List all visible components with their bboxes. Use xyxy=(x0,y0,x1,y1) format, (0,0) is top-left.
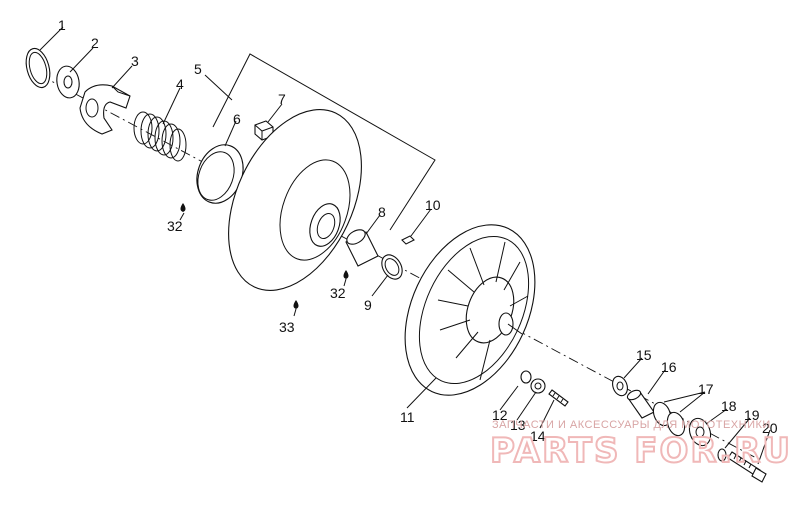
watermark-caption: ЗАПЧАСТИ И АКСЕССУАРЫ ДЛЯ МОТОТЕХНИКИ xyxy=(492,419,771,431)
callout-9: 9 xyxy=(364,297,372,313)
callout-10: 10 xyxy=(425,197,441,213)
callout-32-right: 32 xyxy=(330,285,346,301)
part-16-spacer xyxy=(626,389,655,419)
part-2-washer xyxy=(56,65,80,99)
part-10-key xyxy=(401,235,415,245)
grease-drop-icon-b xyxy=(343,270,349,279)
leader-lines xyxy=(39,26,771,465)
grease-drop-icon-a xyxy=(180,203,186,212)
part-11-fixed-sheave xyxy=(404,224,536,396)
grease-drop-icon-c xyxy=(293,300,299,309)
part-13-washer xyxy=(530,378,546,394)
callout-33: 33 xyxy=(279,319,295,335)
part-9-o-ring xyxy=(381,254,403,280)
moving-sheave xyxy=(228,109,362,291)
part-15-washer xyxy=(612,375,628,397)
part-20-bolt xyxy=(727,451,767,483)
part-12-nut xyxy=(520,370,532,384)
callout-15: 15 xyxy=(636,347,652,363)
part-18-washer xyxy=(688,417,712,447)
callout-2: 2 xyxy=(91,35,99,51)
part-19-lock-washer xyxy=(717,448,727,462)
part-1-snap-ring xyxy=(25,47,51,89)
callout-20: 20 xyxy=(762,420,778,436)
callout-6: 6 xyxy=(233,111,241,127)
callout-12: 12 xyxy=(492,407,508,423)
callout-14: 14 xyxy=(530,428,546,444)
callout-4: 4 xyxy=(176,76,184,92)
part-4-spring xyxy=(133,111,187,162)
callout-3: 3 xyxy=(131,53,139,69)
callout-1: 1 xyxy=(58,17,66,33)
part-14-screw xyxy=(548,389,569,407)
part-5-group-bracket xyxy=(212,53,436,231)
callout-18: 18 xyxy=(721,398,737,414)
part-17-washers xyxy=(652,401,686,437)
callout-19: 19 xyxy=(744,407,760,423)
callout-5: 5 xyxy=(194,61,202,77)
callout-13: 13 xyxy=(510,417,526,433)
callout-17: 17 xyxy=(698,381,714,397)
callout-8: 8 xyxy=(378,204,386,220)
part-8-bushing xyxy=(345,229,379,267)
watermark-logo: PARTS FOR.RU xyxy=(490,431,792,471)
part-3-cam xyxy=(79,84,131,135)
part-6-ring xyxy=(196,144,244,204)
callout-11: 11 xyxy=(400,409,415,425)
callout-32-left: 32 xyxy=(167,218,183,234)
callout-16: 16 xyxy=(661,359,677,375)
callout-7: 7 xyxy=(278,91,286,107)
